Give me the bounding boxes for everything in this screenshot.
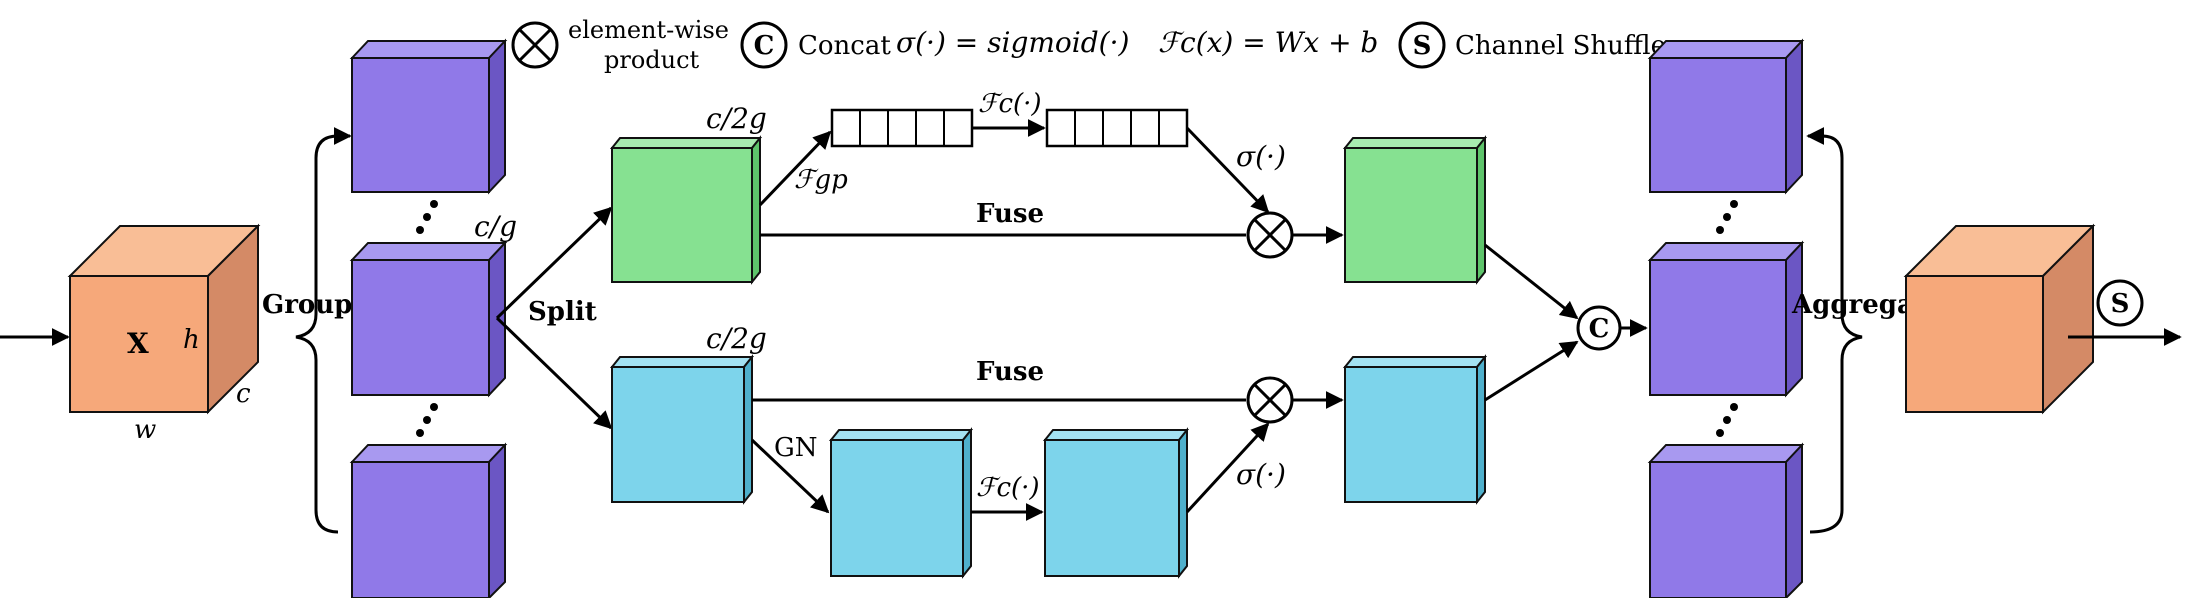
f-gp-label: ℱgp (794, 165, 848, 195)
input-label-x: X (127, 327, 149, 360)
sigma-bottom-label: σ(·) (1236, 458, 1286, 491)
input-cube (67, 223, 261, 415)
channel-shuffle-node: S (2096, 279, 2144, 327)
output-cube (1903, 223, 2096, 415)
fc-top-label: ℱc(·) (978, 89, 1042, 119)
blue-cube-input (609, 354, 755, 505)
concat-legend-icon: C (740, 21, 788, 69)
ellipsis-dots-left-upper (416, 200, 438, 234)
input-label-h: h (183, 325, 200, 355)
legend-shuffle-label: Channel Shuffle (1455, 31, 1666, 61)
aggregate-cube-middle (1647, 240, 1805, 398)
green-cube-output (1342, 135, 1488, 285)
ellipsis-dots-left-lower (416, 403, 438, 437)
legend-sigma-def: σ(·) = sigmoid(·) (896, 26, 1129, 59)
gap-arrow (758, 130, 832, 207)
c-over-g-label: c/g (474, 210, 517, 243)
concat-node: C (1576, 305, 1622, 351)
shuffle-legend-symbol: S (1413, 31, 1432, 61)
legend: element-wise product C Concat σ(·) = sig… (511, 16, 1666, 74)
concat-node-symbol: C (1589, 314, 1610, 344)
legend-elementwise-line1: element-wise (568, 16, 729, 44)
vector-box-2 (1045, 108, 1189, 148)
multiply-node-top (1246, 211, 1294, 259)
input-label-w: w (134, 415, 156, 445)
concat-legend-symbol: C (754, 31, 775, 61)
ellipsis-dots-right-lower (1716, 403, 1738, 437)
sigma-top-label: σ(·) (1236, 140, 1286, 173)
shuffle-node-symbol: S (2111, 289, 2130, 319)
fc-bottom-label: ℱc(·) (976, 473, 1040, 503)
group-brace (295, 134, 339, 534)
ellipsis-dots-right-upper (1716, 200, 1738, 234)
c-over-2g-bottom-label: c/2g (706, 322, 767, 355)
split-label: Split (528, 297, 597, 327)
split-arrow-down (495, 316, 613, 430)
blue-cube-fc (1042, 427, 1190, 579)
fuse-top-label: Fuse (976, 199, 1044, 229)
legend-concat-label: Concat (798, 31, 891, 61)
aggregate-cube-bottom (1647, 442, 1805, 598)
gn-arrow (750, 438, 830, 514)
green-cube-input (609, 135, 763, 285)
group-cube-top (349, 38, 508, 195)
legend-fc-def: ℱc(x) = Wx + b (1158, 26, 1378, 59)
multiply-node-bottom (1246, 376, 1294, 424)
blue-cube-output (1342, 354, 1488, 505)
group-cube-middle (349, 240, 508, 398)
aggregate-brace (1809, 134, 1863, 534)
elementwise-product-icon (511, 21, 559, 69)
vector-box-1 (830, 108, 974, 148)
blue-cube-gn (828, 427, 974, 579)
c-over-2g-top-label: c/2g (706, 102, 767, 135)
gn-label: GN (774, 433, 818, 463)
channel-shuffle-legend-icon: S (1398, 21, 1446, 69)
concat-arrow-bottom (1484, 340, 1579, 402)
concat-arrow-top (1484, 243, 1579, 320)
legend-elementwise-line2: product (604, 46, 700, 74)
sigma-arrow-top (1185, 126, 1270, 214)
split-arrow-up (495, 206, 613, 320)
group-label: Group (262, 290, 352, 320)
input-label-c: c (236, 379, 251, 409)
aggregate-cube-top (1647, 38, 1805, 195)
group-cube-bottom (349, 442, 508, 598)
sigma-arrow-bottom (1185, 422, 1270, 514)
fuse-bottom-label: Fuse (976, 357, 1044, 387)
